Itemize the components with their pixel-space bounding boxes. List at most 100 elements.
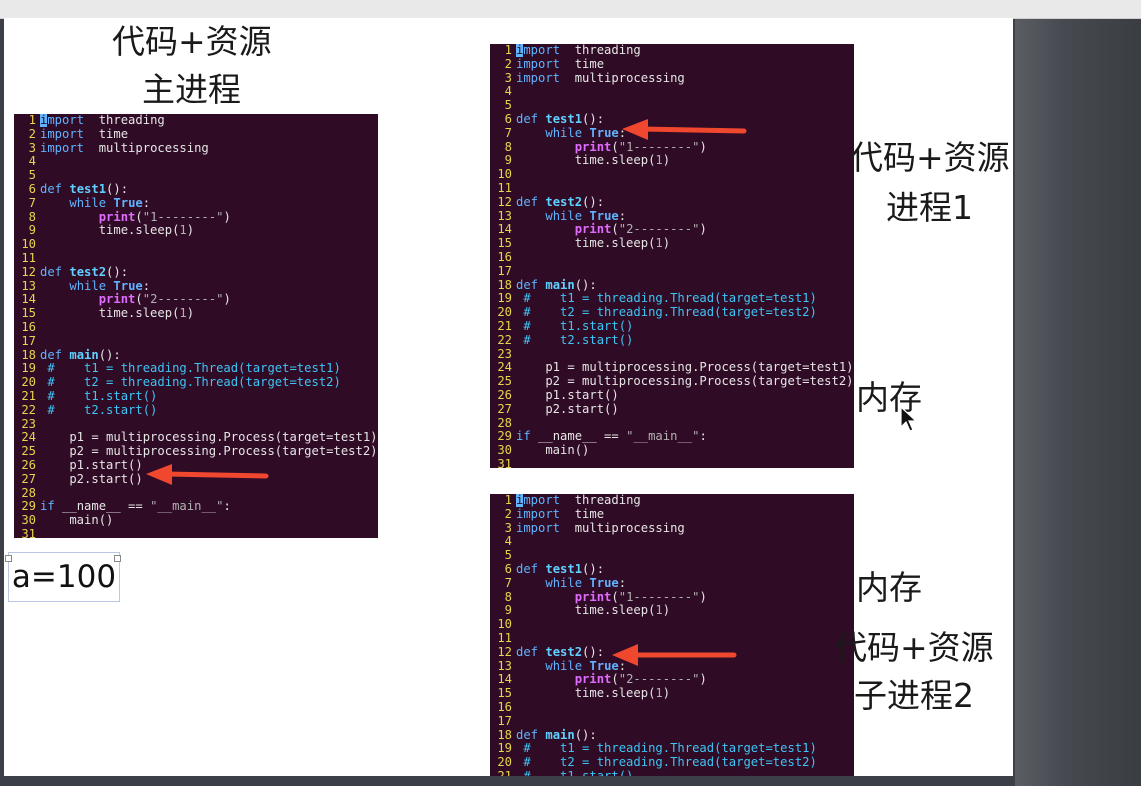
line-number: 28 <box>497 415 512 430</box>
code-token: print <box>98 209 136 224</box>
process2-title-line2: 子进程2 <box>854 676 974 715</box>
resize-handle-right[interactable] <box>114 555 121 562</box>
code-token: ) <box>223 292 231 307</box>
code-token: import <box>516 70 561 85</box>
code-line: 17 <box>14 334 378 349</box>
code-token: p2 = multiprocessing.Process(target=test… <box>40 444 378 459</box>
line-number: 20 <box>21 375 36 390</box>
code-line: 25 p2 = multiprocessing.Process(target=t… <box>14 444 378 459</box>
code-token: def <box>516 727 546 742</box>
code-line: 14 print("2--------") <box>490 222 854 237</box>
line-number: 23 <box>21 416 36 431</box>
code-token: ) <box>662 686 671 701</box>
code-line: 13 while True: <box>490 208 854 224</box>
code-token <box>516 140 575 154</box>
code-token: : <box>223 499 231 514</box>
code-token: ) <box>662 236 671 251</box>
code-token: main <box>545 727 575 742</box>
window-top-bar <box>0 0 1141 19</box>
line-number: 4 <box>28 154 36 169</box>
code-token: time.sleep( <box>516 603 656 618</box>
code-line: 23 <box>14 416 378 432</box>
code-line: 10 <box>490 167 854 182</box>
code-token: __name__ == <box>62 499 151 514</box>
code-token: (): <box>98 347 121 362</box>
code-token: # t2 = threading.Thread(target=test2) <box>516 305 817 320</box>
code-token: (): <box>582 194 605 209</box>
code-token: time.sleep( <box>40 306 180 321</box>
line-number: 10 <box>497 167 512 182</box>
line-number: 28 <box>21 485 36 500</box>
process1-title-line1: 代码+资源 <box>850 138 1010 177</box>
process1-title-line2: 进程1 <box>886 188 973 227</box>
variable-text-box[interactable]: a=100 <box>8 552 120 602</box>
line-number: 3 <box>28 140 36 155</box>
code-token <box>516 576 545 590</box>
code-token: while <box>69 195 114 210</box>
line-number: 22 <box>497 332 512 347</box>
code-line: 8 print("1--------") <box>490 589 854 605</box>
code-line: 7 while True: <box>490 126 854 141</box>
code-token: 1 <box>655 686 663 701</box>
line-number: 4 <box>504 534 512 549</box>
code-token: (): <box>574 727 597 742</box>
code-token <box>40 196 69 210</box>
code-token: : <box>618 208 627 223</box>
code-token: ( <box>611 672 619 687</box>
code-token: test2 <box>545 194 583 209</box>
line-number: 29 <box>21 499 36 514</box>
code-line: 23 <box>490 347 854 362</box>
code-line: 8 print("1--------") <box>14 209 378 225</box>
code-token: __name__ == <box>538 429 627 444</box>
code-token: print <box>98 292 136 307</box>
line-number: 4 <box>504 84 512 99</box>
line-number: 25 <box>21 444 36 459</box>
code-token: while <box>545 658 590 673</box>
line-number: 24 <box>497 360 512 375</box>
code-token: import <box>40 126 85 141</box>
code-token: def <box>516 277 546 292</box>
code-line: 24 p1 = multiprocessing.Process(target=t… <box>14 430 378 445</box>
code-line: 17 <box>490 714 854 729</box>
line-number: 2 <box>504 56 512 71</box>
code-token: # t1.start() <box>40 388 158 403</box>
code-token: : <box>699 429 707 444</box>
code-token: ) <box>662 603 671 618</box>
line-number: 20 <box>497 755 512 770</box>
code-line: 31 <box>490 457 854 468</box>
code-token: mport <box>47 114 85 127</box>
line-number: 7 <box>28 195 36 210</box>
code-token: # t1.start() <box>516 768 634 776</box>
line-number: 25 <box>497 374 512 389</box>
code-line: 28 <box>14 485 378 501</box>
code-line: 28 <box>490 415 854 431</box>
code-token: print <box>574 589 612 604</box>
code-line: 8 print("1--------") <box>490 140 854 155</box>
code-token: multiprocessing <box>560 520 685 535</box>
code-line: 9 time.sleep(1) <box>490 153 854 168</box>
code-token: test1 <box>545 111 583 126</box>
code-token: "__main__" <box>626 429 700 444</box>
code-token: threading <box>560 494 641 507</box>
resize-handle-left[interactable] <box>5 555 12 562</box>
code-token: ) <box>186 223 195 238</box>
code-token: i <box>40 114 48 127</box>
code-token: multiprocessing <box>84 140 209 155</box>
line-number: 1 <box>504 494 512 507</box>
code-token: (): <box>574 277 597 292</box>
code-token: p1.start() <box>516 387 619 402</box>
code-token: threading <box>84 114 165 127</box>
code-token: test2 <box>545 644 583 659</box>
code-token: p2 = multiprocessing.Process(target=test… <box>516 374 854 389</box>
code-line: 11 <box>490 631 854 646</box>
memory-label-2: 内存 <box>856 568 922 607</box>
